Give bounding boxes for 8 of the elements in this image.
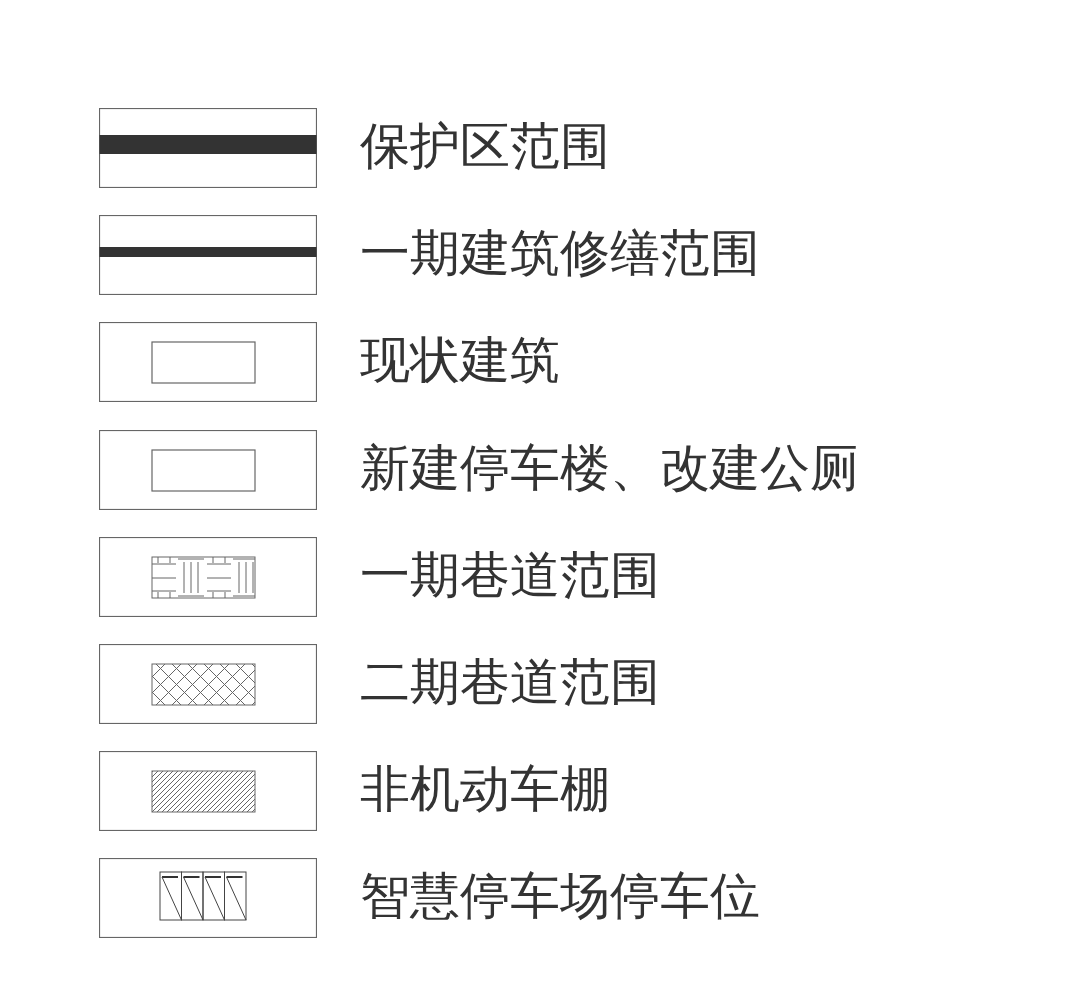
legend-label: 新建停车楼、改建公厕 — [360, 437, 860, 499]
legend-label: 保护区范围 — [360, 116, 610, 177]
legend-label: 一期巷道范围 — [360, 544, 660, 606]
legend-label: 一期建筑修缮范围 — [360, 223, 760, 285]
legend-label: 智慧停车场停车位 — [360, 866, 760, 928]
legend-label: 非机动车棚 — [360, 759, 610, 821]
legend-label: 现状建筑 — [360, 330, 560, 392]
legend-label: 二期巷道范围 — [360, 652, 660, 713]
